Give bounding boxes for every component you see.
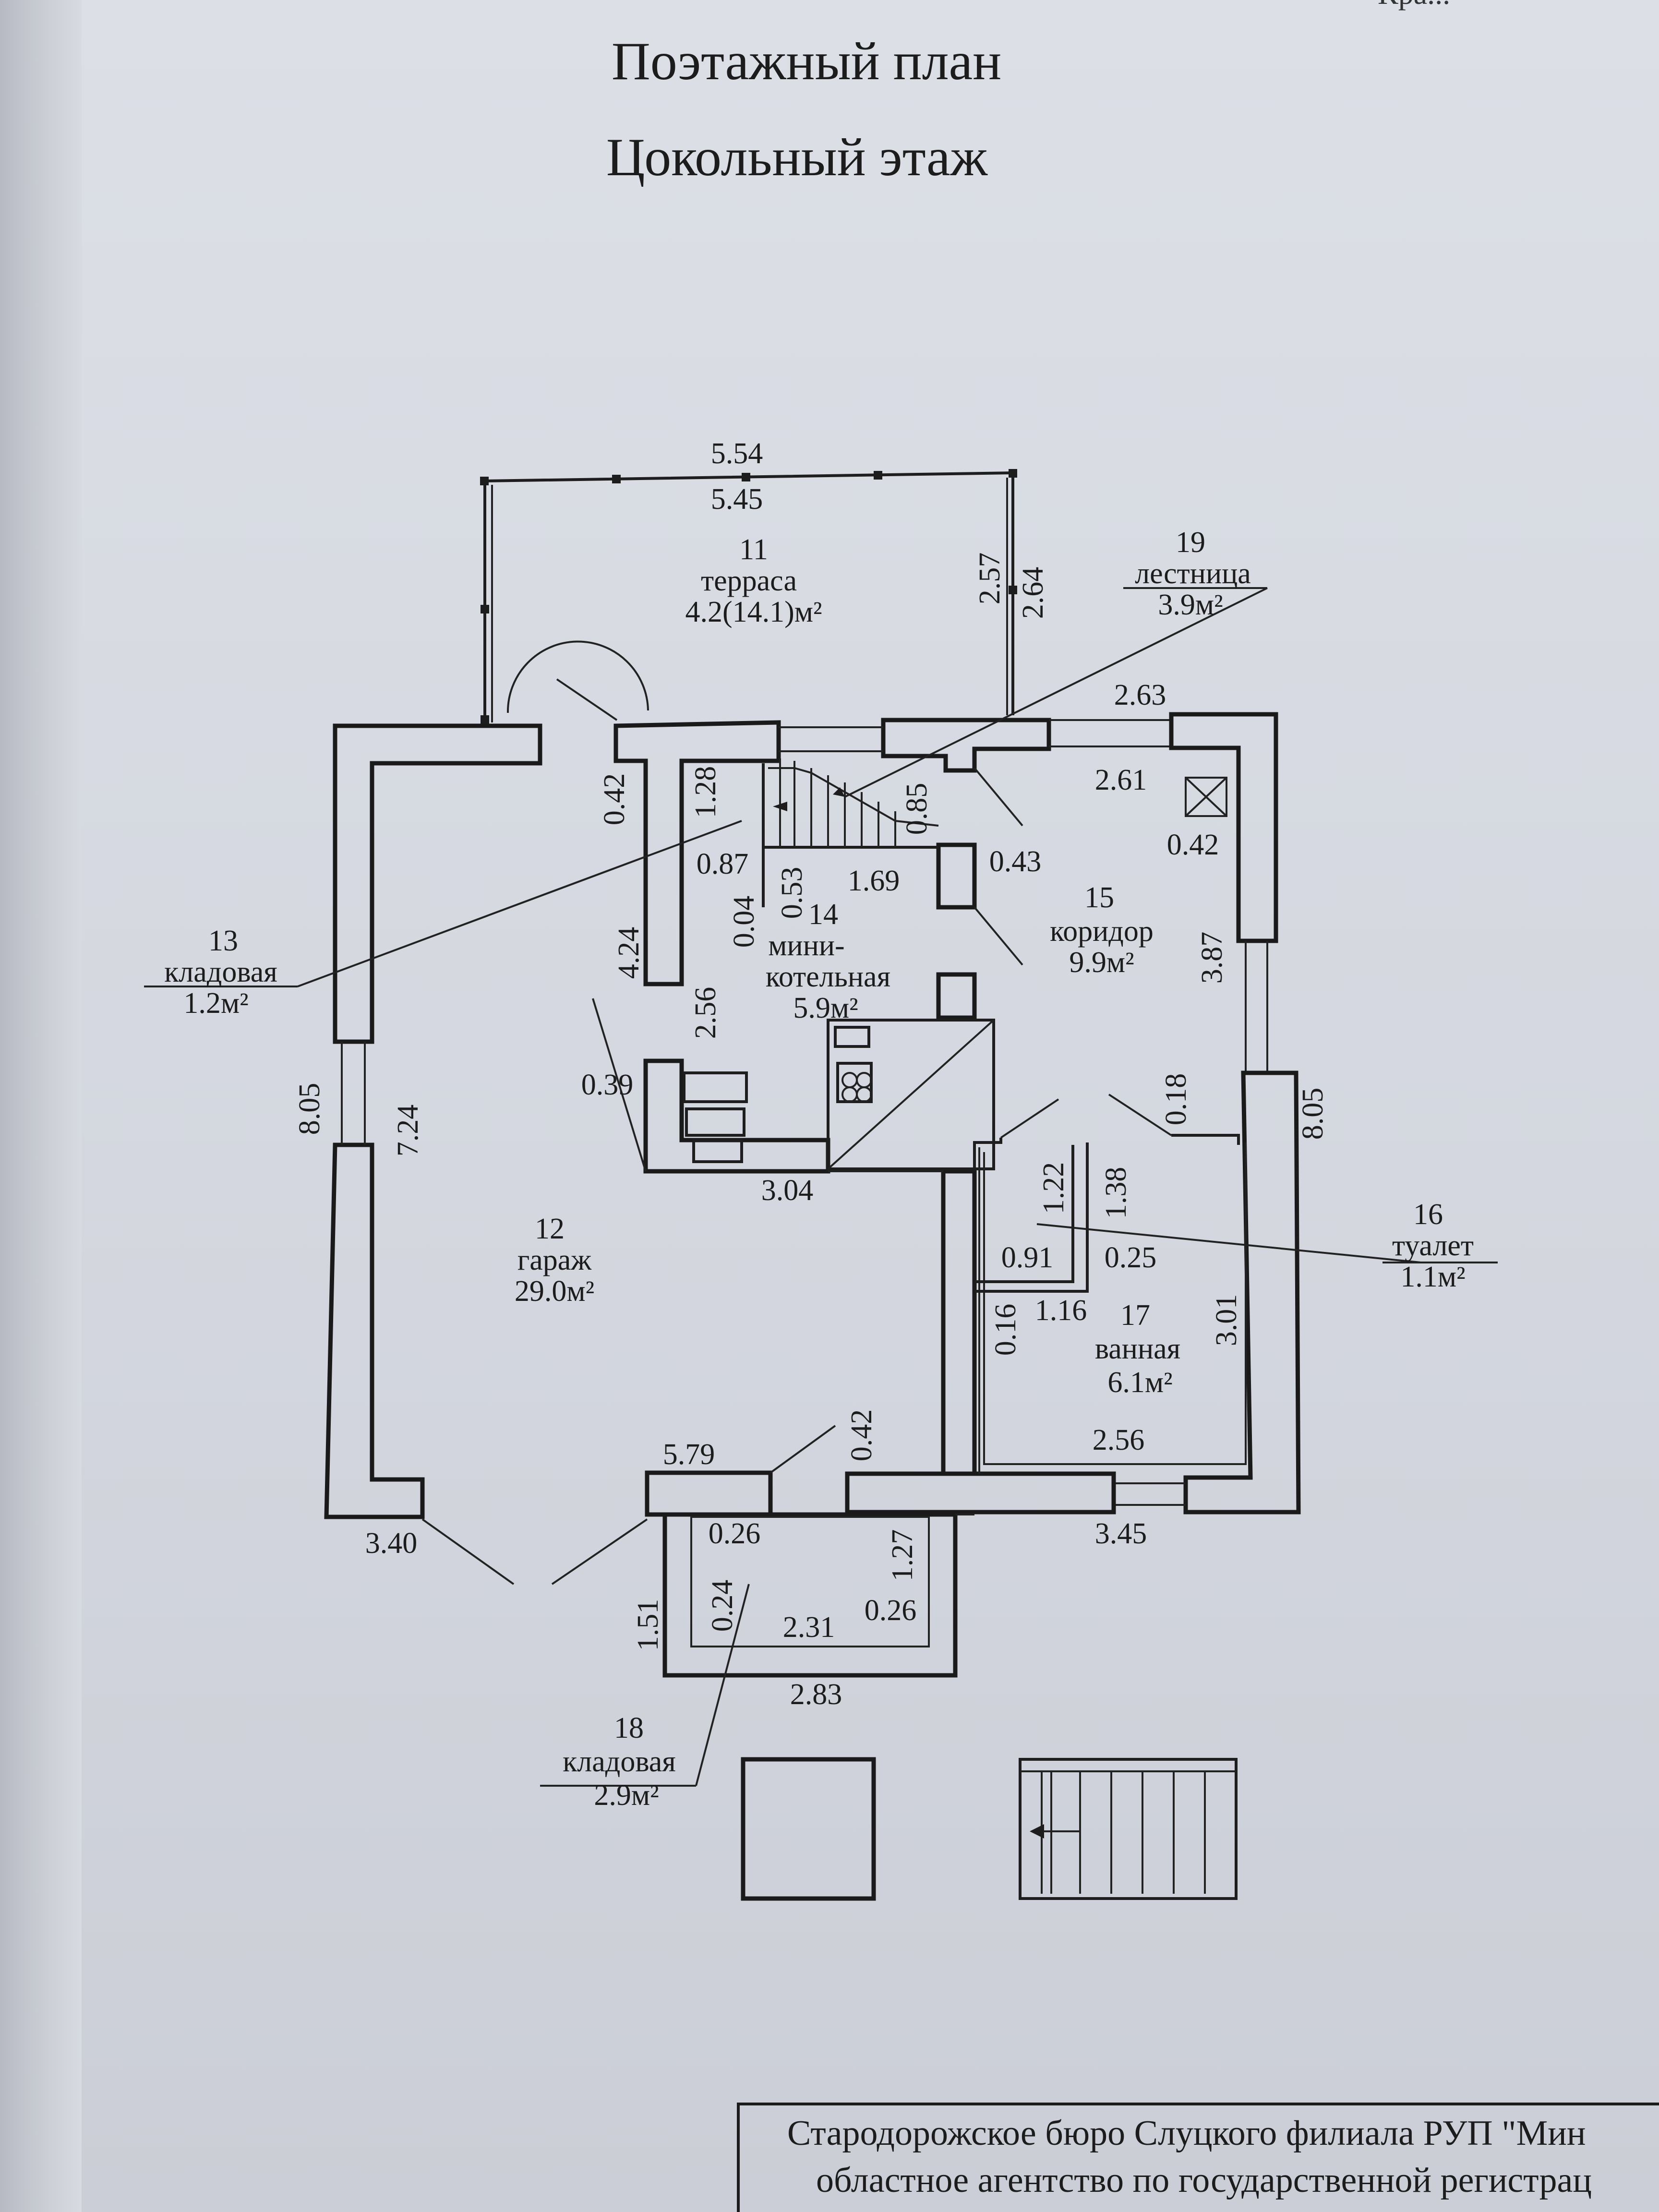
room-13-number: 13 — [208, 925, 238, 957]
room-14-number: 14 — [808, 898, 838, 931]
dim-301: 3.01 — [1210, 1294, 1243, 1346]
dim-579: 5.79 — [663, 1438, 715, 1471]
dim-terrace-inner: 5.45 — [711, 483, 763, 516]
dim-138: 1.38 — [1100, 1167, 1132, 1219]
dim-stair-085: 0.85 — [901, 783, 933, 835]
dim-right-small: 0.42 — [1167, 829, 1219, 861]
dim-151: 1.51 — [632, 1599, 664, 1651]
room-16-name: туалет — [1392, 1229, 1474, 1262]
dim-127: 1.27 — [886, 1529, 919, 1582]
terrace-frame — [480, 469, 1017, 724]
room-14-name2: котельная — [766, 961, 890, 993]
dim-122: 1.22 — [1037, 1162, 1070, 1214]
dim-042b: 0.42 — [845, 1409, 878, 1462]
room-17-number: 17 — [1120, 1299, 1150, 1332]
dim-024: 0.24 — [706, 1580, 739, 1632]
dim-004: 0.04 — [728, 896, 760, 948]
exterior-walls — [324, 712, 1301, 1678]
dim-304: 3.04 — [761, 1174, 814, 1207]
room-17-area: 6.1м² — [1107, 1366, 1172, 1399]
room-15-area: 9.9м² — [1069, 946, 1134, 979]
dim-039: 0.39 — [581, 1069, 634, 1101]
dim-016: 0.16 — [989, 1304, 1022, 1356]
dim-087: 0.87 — [697, 848, 749, 880]
room-11-number: 11 — [739, 533, 768, 566]
room-15-name: коридор — [1050, 915, 1154, 948]
dim-043: 0.43 — [989, 845, 1042, 878]
dim-169: 1.69 — [848, 865, 900, 897]
dim-026b: 0.26 — [865, 1594, 917, 1627]
room-16-area: 1.1м² — [1400, 1261, 1465, 1293]
dim-256: 2.56 — [689, 987, 722, 1039]
dim-terrace-side-a: 2.57 — [974, 553, 1006, 605]
corner-fragment: Кра... — [1378, 0, 1450, 12]
room-19-name: лестница — [1135, 557, 1251, 590]
dim-116: 1.16 — [1035, 1294, 1087, 1327]
legend-symbols — [741, 1757, 1238, 1901]
room-16-number: 16 — [1413, 1198, 1443, 1231]
dim-terrace-outer: 5.54 — [711, 437, 763, 470]
dimension-labels-vertical: 2.57 2.64 0.42 1.28 0.85 0.53 0.04 4.24 … — [293, 553, 1329, 1651]
dim-right-outer: 8.05 — [1297, 1088, 1329, 1140]
room-12-number: 12 — [535, 1213, 565, 1245]
room-13-name: кладовая — [164, 956, 277, 988]
footer-organization-line2: областное агентство по государственной р… — [816, 2161, 1592, 2200]
dim-top-right-inner: 2.61 — [1095, 764, 1147, 796]
book-binding-shadow — [0, 0, 84, 2212]
dim-424: 4.24 — [613, 927, 645, 979]
room-18-name: кладовая — [563, 1745, 676, 1778]
room-14-name: мини- — [768, 929, 844, 962]
dim-left-inner: 7.24 — [392, 1105, 424, 1157]
dim-231: 2.31 — [783, 1611, 835, 1644]
room-11-area: 4.2(14.1)м² — [685, 596, 822, 628]
page-subtitle: Цокольный этаж — [606, 128, 988, 187]
dimension-labels: 5.54 5.45 2.63 2.61 0.42 0.87 1.69 0.43 … — [365, 437, 1219, 1711]
page-title: Поэтажный план — [612, 32, 1001, 91]
dim-283: 2.83 — [790, 1678, 842, 1711]
dim-026a: 0.26 — [709, 1517, 761, 1550]
dim-387: 3.87 — [1196, 932, 1228, 984]
room-15-number: 15 — [1084, 881, 1114, 914]
room-18-area: 2.9м² — [594, 1779, 659, 1812]
dim-256b: 2.56 — [1093, 1424, 1145, 1456]
leader-lines — [144, 587, 1498, 1787]
interior-walls — [592, 758, 1247, 1474]
dim-bottom-right: 3.45 — [1095, 1517, 1147, 1550]
room-12-area: 29.0м² — [515, 1275, 594, 1308]
dim-053: 0.53 — [776, 867, 808, 919]
room-19-area: 3.9м² — [1158, 589, 1223, 621]
room-13-area: 1.2м² — [183, 987, 248, 1020]
dim-top-right-outer: 2.63 — [1114, 679, 1166, 711]
room-12-name: гараж — [517, 1244, 592, 1276]
dim-018: 0.18 — [1160, 1073, 1192, 1126]
room-14-area: 5.9м² — [793, 992, 858, 1024]
room-19-number: 19 — [1176, 526, 1205, 559]
dim-left-042: 0.42 — [598, 773, 631, 826]
dim-left-outer: 8.05 — [293, 1083, 326, 1135]
dim-025: 0.25 — [1105, 1241, 1157, 1274]
room-18-number: 18 — [614, 1712, 644, 1744]
document-page — [82, 0, 1659, 2212]
dim-bottom-left: 3.40 — [365, 1527, 418, 1560]
dim-terrace-side-b: 2.64 — [1017, 567, 1049, 619]
dim-091: 0.91 — [1001, 1241, 1054, 1274]
room-labels: 11 терраса 4.2(14.1)м² 12 гараж 29.0м² 1… — [164, 526, 1474, 1812]
dim-stair-128: 1.28 — [689, 766, 722, 818]
stamp-frame — [737, 2103, 1659, 2212]
room-17-name: ванная — [1095, 1333, 1180, 1365]
footer-organization-line1: Стародорожское бюро Слуцкого филиала РУП… — [787, 2114, 1586, 2153]
room-11-name: терраса — [701, 565, 797, 597]
